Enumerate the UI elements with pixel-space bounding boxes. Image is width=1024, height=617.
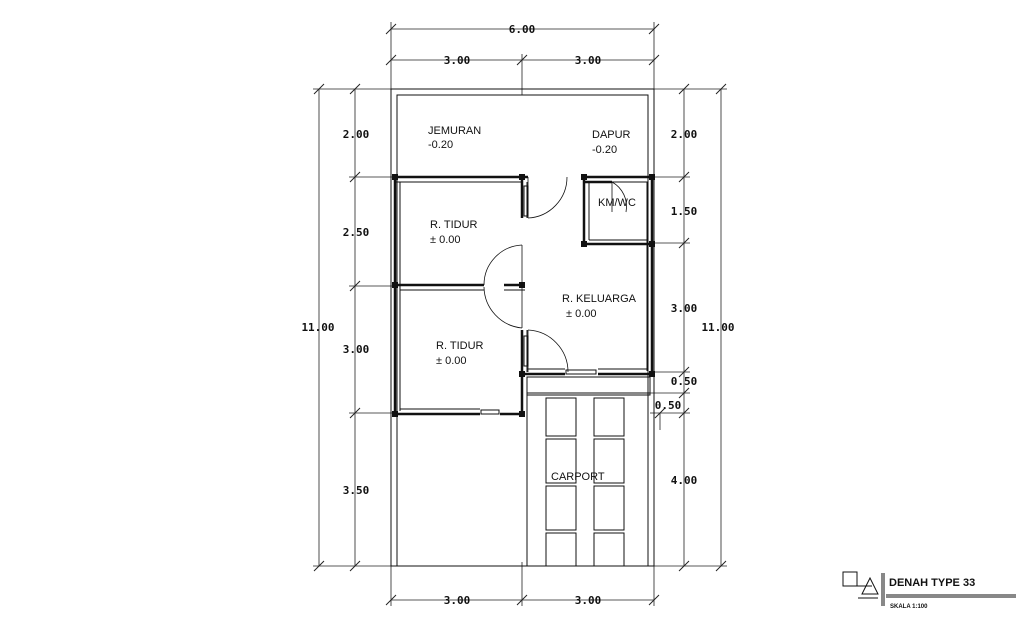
room-jemuran-level: -0.20 [428, 139, 453, 151]
dim-right-kmwc: 1.50 [671, 205, 698, 218]
dim-left-total: 11.00 [301, 321, 334, 334]
room-kmwc-name: KM/WC [598, 197, 636, 209]
drawing-scale: SKALA 1:100 [890, 604, 928, 610]
dim-left-jemuran: 2.00 [343, 128, 370, 141]
room-keluarga-level: ± 0.00 [566, 308, 597, 320]
dim-right-step1: 0.50 [671, 375, 698, 388]
carport-paving [526, 376, 651, 567]
dim-bottom-left: 3.00 [444, 594, 471, 607]
bottom-dimension-lines [385, 562, 660, 606]
dim-left-tidur1: 2.50 [343, 226, 370, 239]
dim-right-keluarga: 3.00 [671, 302, 698, 315]
room-tidur1-name: R. TIDUR [430, 219, 478, 231]
title-symbol-square [842, 571, 858, 587]
title-symbol-triangle [861, 576, 879, 595]
room-keluarga-name: R. KELUARGA [562, 293, 637, 305]
doors [480, 176, 627, 415]
room-dapur-level: -0.20 [592, 144, 617, 156]
room-tidur1-level: ± 0.00 [430, 234, 461, 246]
dim-top-right: 3.00 [575, 54, 602, 67]
room-carport-name: CARPORT [551, 471, 605, 483]
dim-top-left: 3.00 [444, 54, 471, 67]
room-dapur-name: DAPUR [592, 129, 631, 141]
top-dimension-lines [385, 22, 660, 95]
left-dimension-lines [313, 83, 395, 572]
room-tidur2-name: R. TIDUR [436, 340, 484, 352]
dim-right-dapur: 2.00 [671, 128, 698, 141]
dim-right-carport: 4.00 [671, 474, 698, 487]
title-block [842, 571, 1016, 606]
right-dimension-lines [650, 83, 727, 572]
dim-left-front: 3.50 [343, 484, 370, 497]
room-tidur2-level: ± 0.00 [436, 355, 467, 367]
room-jemuran-name: JEMURAN [428, 125, 481, 137]
dim-right-total: 11.00 [701, 321, 734, 334]
drawing-title: DENAH TYPE 33 [889, 577, 975, 589]
dim-top-total: 6.00 [509, 23, 536, 36]
dim-right-step2: 0.50 [655, 399, 682, 412]
site-boundary [390, 88, 655, 567]
dim-left-tidur2: 3.00 [343, 343, 370, 356]
dim-bottom-right: 3.00 [575, 594, 602, 607]
